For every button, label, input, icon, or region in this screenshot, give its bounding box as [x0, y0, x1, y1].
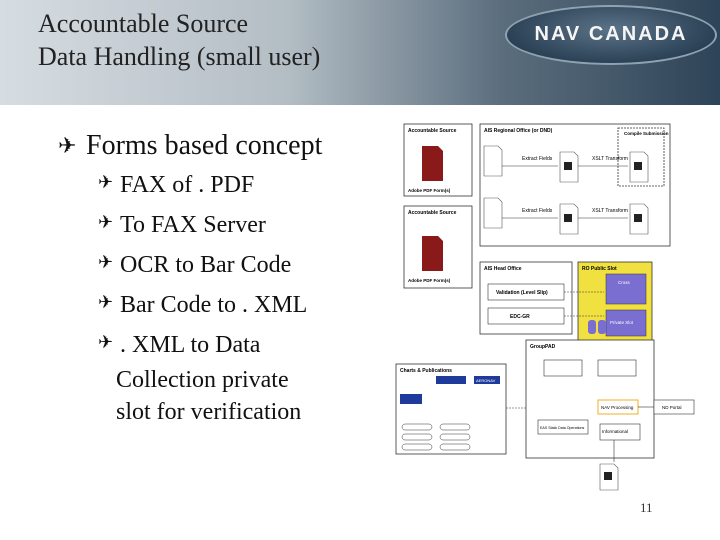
edc-gr-label: EDC-GR [510, 314, 530, 320]
bullet-item: ✈ FAX of . PDF [98, 172, 255, 198]
pdf-form-icon [422, 146, 443, 181]
cylinder-icon [401, 433, 433, 441]
bullet-continuation: Collection private [116, 367, 289, 393]
ais-head-office-label: AIS Head Office [484, 266, 522, 272]
process-box [597, 359, 637, 377]
blue-tag [436, 376, 466, 384]
eds-label: EAS Static Data Operations [540, 426, 585, 430]
ais-regional-label: AIS Regional Office (or DND) [484, 128, 553, 134]
slide-title: Accountable Source Data Handling (small … [38, 9, 321, 71]
adobe-form-label: Adobe PDF Form(s) [408, 188, 451, 193]
process-box [543, 359, 583, 377]
xslt-label: XSLT Transform [592, 156, 628, 162]
pdf-form-icon [422, 236, 443, 271]
cylinder-icon [439, 443, 471, 451]
cylinder-icon [401, 443, 433, 451]
accountable-source-label: Accountable Source [408, 210, 457, 216]
barcode-icon [564, 214, 572, 222]
airplane-icon: ✈ [98, 332, 114, 352]
private-slot-label: Private Slot [610, 320, 634, 325]
ro-public-slot-label: RO Public Slot [582, 266, 617, 272]
bullet-continuation: slot for verification [116, 399, 302, 425]
airplane-icon: ✈ [58, 133, 77, 158]
nav-canada-logo: NAV CANADA [505, 5, 717, 65]
cross-label: Cross [618, 280, 631, 285]
charts-publications-label: Charts & Publications [400, 368, 452, 374]
barcode-icon [564, 162, 572, 170]
adobe-form-label: Adobe PDF Form(s) [408, 278, 451, 283]
nav-processing-label: NAV Processing [601, 405, 634, 410]
bullet-main: ✈ Forms based concept [58, 130, 323, 161]
extract-fields-label: Extract Fields [522, 156, 553, 162]
airplane-icon: ✈ [98, 292, 114, 312]
bullet-item: ✈ . XML to Data [98, 332, 261, 358]
aeronav-label: AERONAV [476, 378, 496, 383]
informational-label: Informational [602, 429, 628, 434]
extract-fields-label: Extract Fields [522, 208, 553, 214]
document-icon [483, 145, 503, 177]
document-icon [483, 197, 503, 229]
bullet-item: ✈ To FAX Server [98, 212, 266, 238]
bullet-item: ✈ OCR to Bar Code [98, 252, 292, 278]
xslt-label: XSLT Transform [592, 208, 628, 214]
blue-tag [474, 376, 500, 384]
eds-box [537, 419, 589, 435]
grouppad-label: GroupPAD [530, 344, 556, 350]
page-number: 11 [640, 500, 653, 515]
accountable-source-label: Accountable Source [408, 128, 457, 134]
cylinder-icon [401, 423, 433, 431]
cylinder-icon [439, 433, 471, 441]
informational-box [599, 423, 641, 441]
barcode-icon [634, 162, 642, 170]
barcode-icon [604, 472, 612, 480]
slot-cylinder [598, 320, 606, 334]
cylinder-icon [439, 423, 471, 431]
bullet-item: ✈ Bar Code to . XML [98, 292, 308, 318]
private-slot-cylinder [605, 309, 647, 337]
blue-tag [400, 394, 422, 404]
validation-label: Validation (Level Slip) [496, 290, 548, 296]
nd-portal-label: ND Portal [662, 405, 682, 410]
slot-cylinder [588, 320, 596, 334]
process-diagram: Accountable Source Adobe PDF Form(s) Acc… [395, 123, 695, 491]
compile-submission-label: Compile Submission [624, 131, 669, 136]
barcode-icon [634, 214, 642, 222]
cross-cylinder [605, 273, 647, 305]
airplane-icon: ✈ [98, 252, 114, 272]
airplane-icon: ✈ [98, 172, 114, 192]
bullet-list: ✈ Forms based concept [58, 130, 322, 162]
airplane-icon: ✈ [98, 212, 114, 232]
